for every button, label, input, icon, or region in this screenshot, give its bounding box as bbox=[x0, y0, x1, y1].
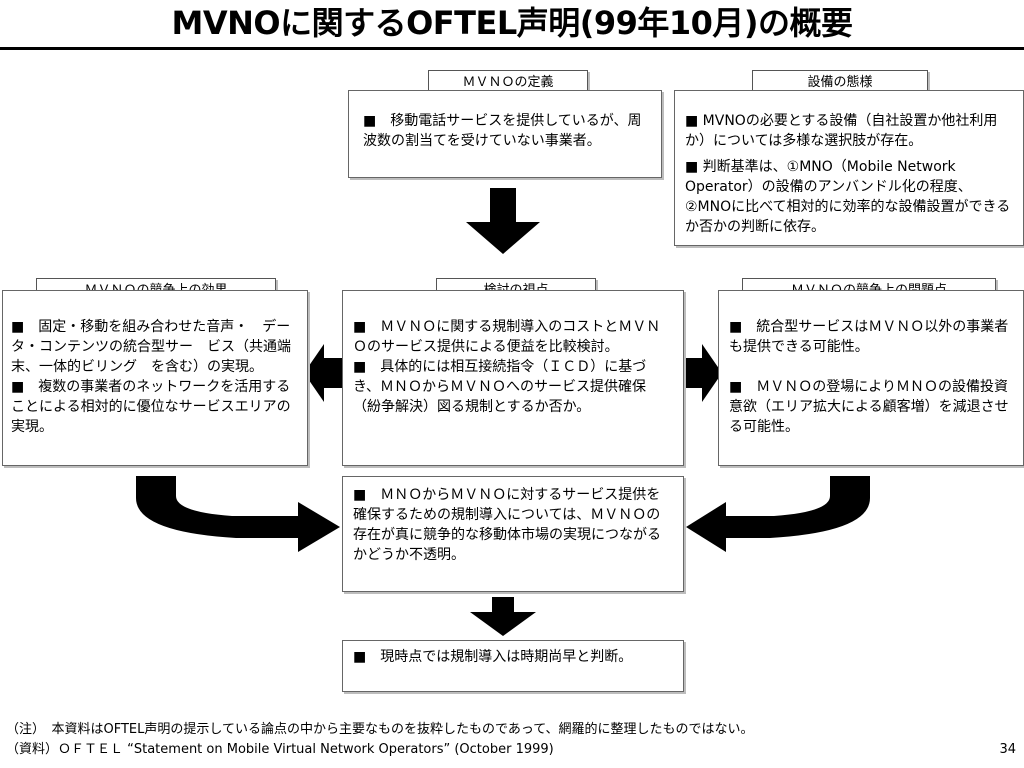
arrow-curve-problems bbox=[686, 476, 870, 552]
final-box: ■ 現時点では規制導入は時期尚早と判断。 bbox=[342, 640, 684, 692]
conclusion-box: ■ ＭＮＯからＭＶＮＯに対するサービス提供を確保するための規制導入については、Ｍ… bbox=[342, 476, 684, 592]
arrow-down-definition bbox=[466, 188, 540, 254]
equipment-text-1: ■ MVNOの必要とする設備（自社設置か他社利用か）については多様な選択肢が存在… bbox=[685, 113, 998, 149]
viewpoint-box: ■ ＭＶＮＯに関する規制導入のコストとＭＶＮＯのサービス提供による便益を比較検討… bbox=[342, 290, 684, 466]
arrow-left-effects bbox=[304, 344, 342, 402]
definition-box: ■ 移動電話サービスを提供しているが、周波数の割当てを受けていない事業者。 bbox=[348, 90, 662, 178]
title-divider bbox=[0, 47, 1024, 50]
effects-text-1: ■ 固定・移動を組み合わせた音声・ データ・コンテンツの統合型サー ビス（共通端… bbox=[11, 319, 291, 375]
equipment-text-2: ■ 判断基準は、①MNO（Mobile Network Operator）の設備… bbox=[685, 159, 1011, 235]
problems-text-2: ■ ＭＶＮＯの登場によりＭＮＯの設備投資意欲（エリア拡大による顧客増）を減退させ… bbox=[729, 379, 1009, 435]
equipment-box: ■ MVNOの必要とする設備（自社設置か他社利用か）については多様な選択肢が存在… bbox=[674, 90, 1024, 246]
viewpoint-text-2: ■ 具体的には相互接続指令（ＩＣＤ）に基づき、ＭＮＯからＭＶＮＯへのサービス提供… bbox=[353, 359, 647, 415]
page-title: MVNOに関するOFTEL声明(99年10月)の概要 bbox=[171, 4, 853, 42]
problems-box: ■ 統合型サービスはＭＶＮＯ以外の事業者も提供できる可能性。 ■ ＭＶＮＯの登場… bbox=[718, 290, 1024, 466]
arrow-curve-effects bbox=[136, 476, 340, 552]
viewpoint-text-1: ■ ＭＶＮＯに関する規制導入のコストとＭＶＮＯのサービス提供による便益を比較検討… bbox=[353, 319, 661, 355]
effects-box: ■ 固定・移動を組み合わせた音声・ データ・コンテンツの統合型サー ビス（共通端… bbox=[2, 290, 308, 466]
footer-note: （注） 本資料はOFTEL声明の提示している論点の中から主要なものを抜粋したもの… bbox=[6, 722, 754, 737]
arrow-down-final bbox=[470, 597, 536, 636]
arrow-right-problems bbox=[684, 344, 722, 402]
definition-text: ■ 移動電話サービスを提供しているが、周波数の割当てを受けていない事業者。 bbox=[363, 113, 642, 149]
conclusion-text: ■ ＭＮＯからＭＶＮＯに対するサービス提供を確保するための規制導入については、Ｍ… bbox=[353, 487, 661, 563]
footer-source: （資料）ＯＦＴＥＬ “Statement on Mobile Virtual N… bbox=[6, 742, 554, 757]
effects-text-2: ■ 複数の事業者のネットワークを活用することによる相対的に優位なサービスエリアの… bbox=[11, 379, 291, 435]
problems-text-1: ■ 統合型サービスはＭＶＮＯ以外の事業者も提供できる可能性。 bbox=[729, 319, 1009, 355]
final-text: ■ 現時点では規制導入は時期尚早と判断。 bbox=[353, 649, 633, 665]
page-number: 34 bbox=[999, 742, 1016, 757]
